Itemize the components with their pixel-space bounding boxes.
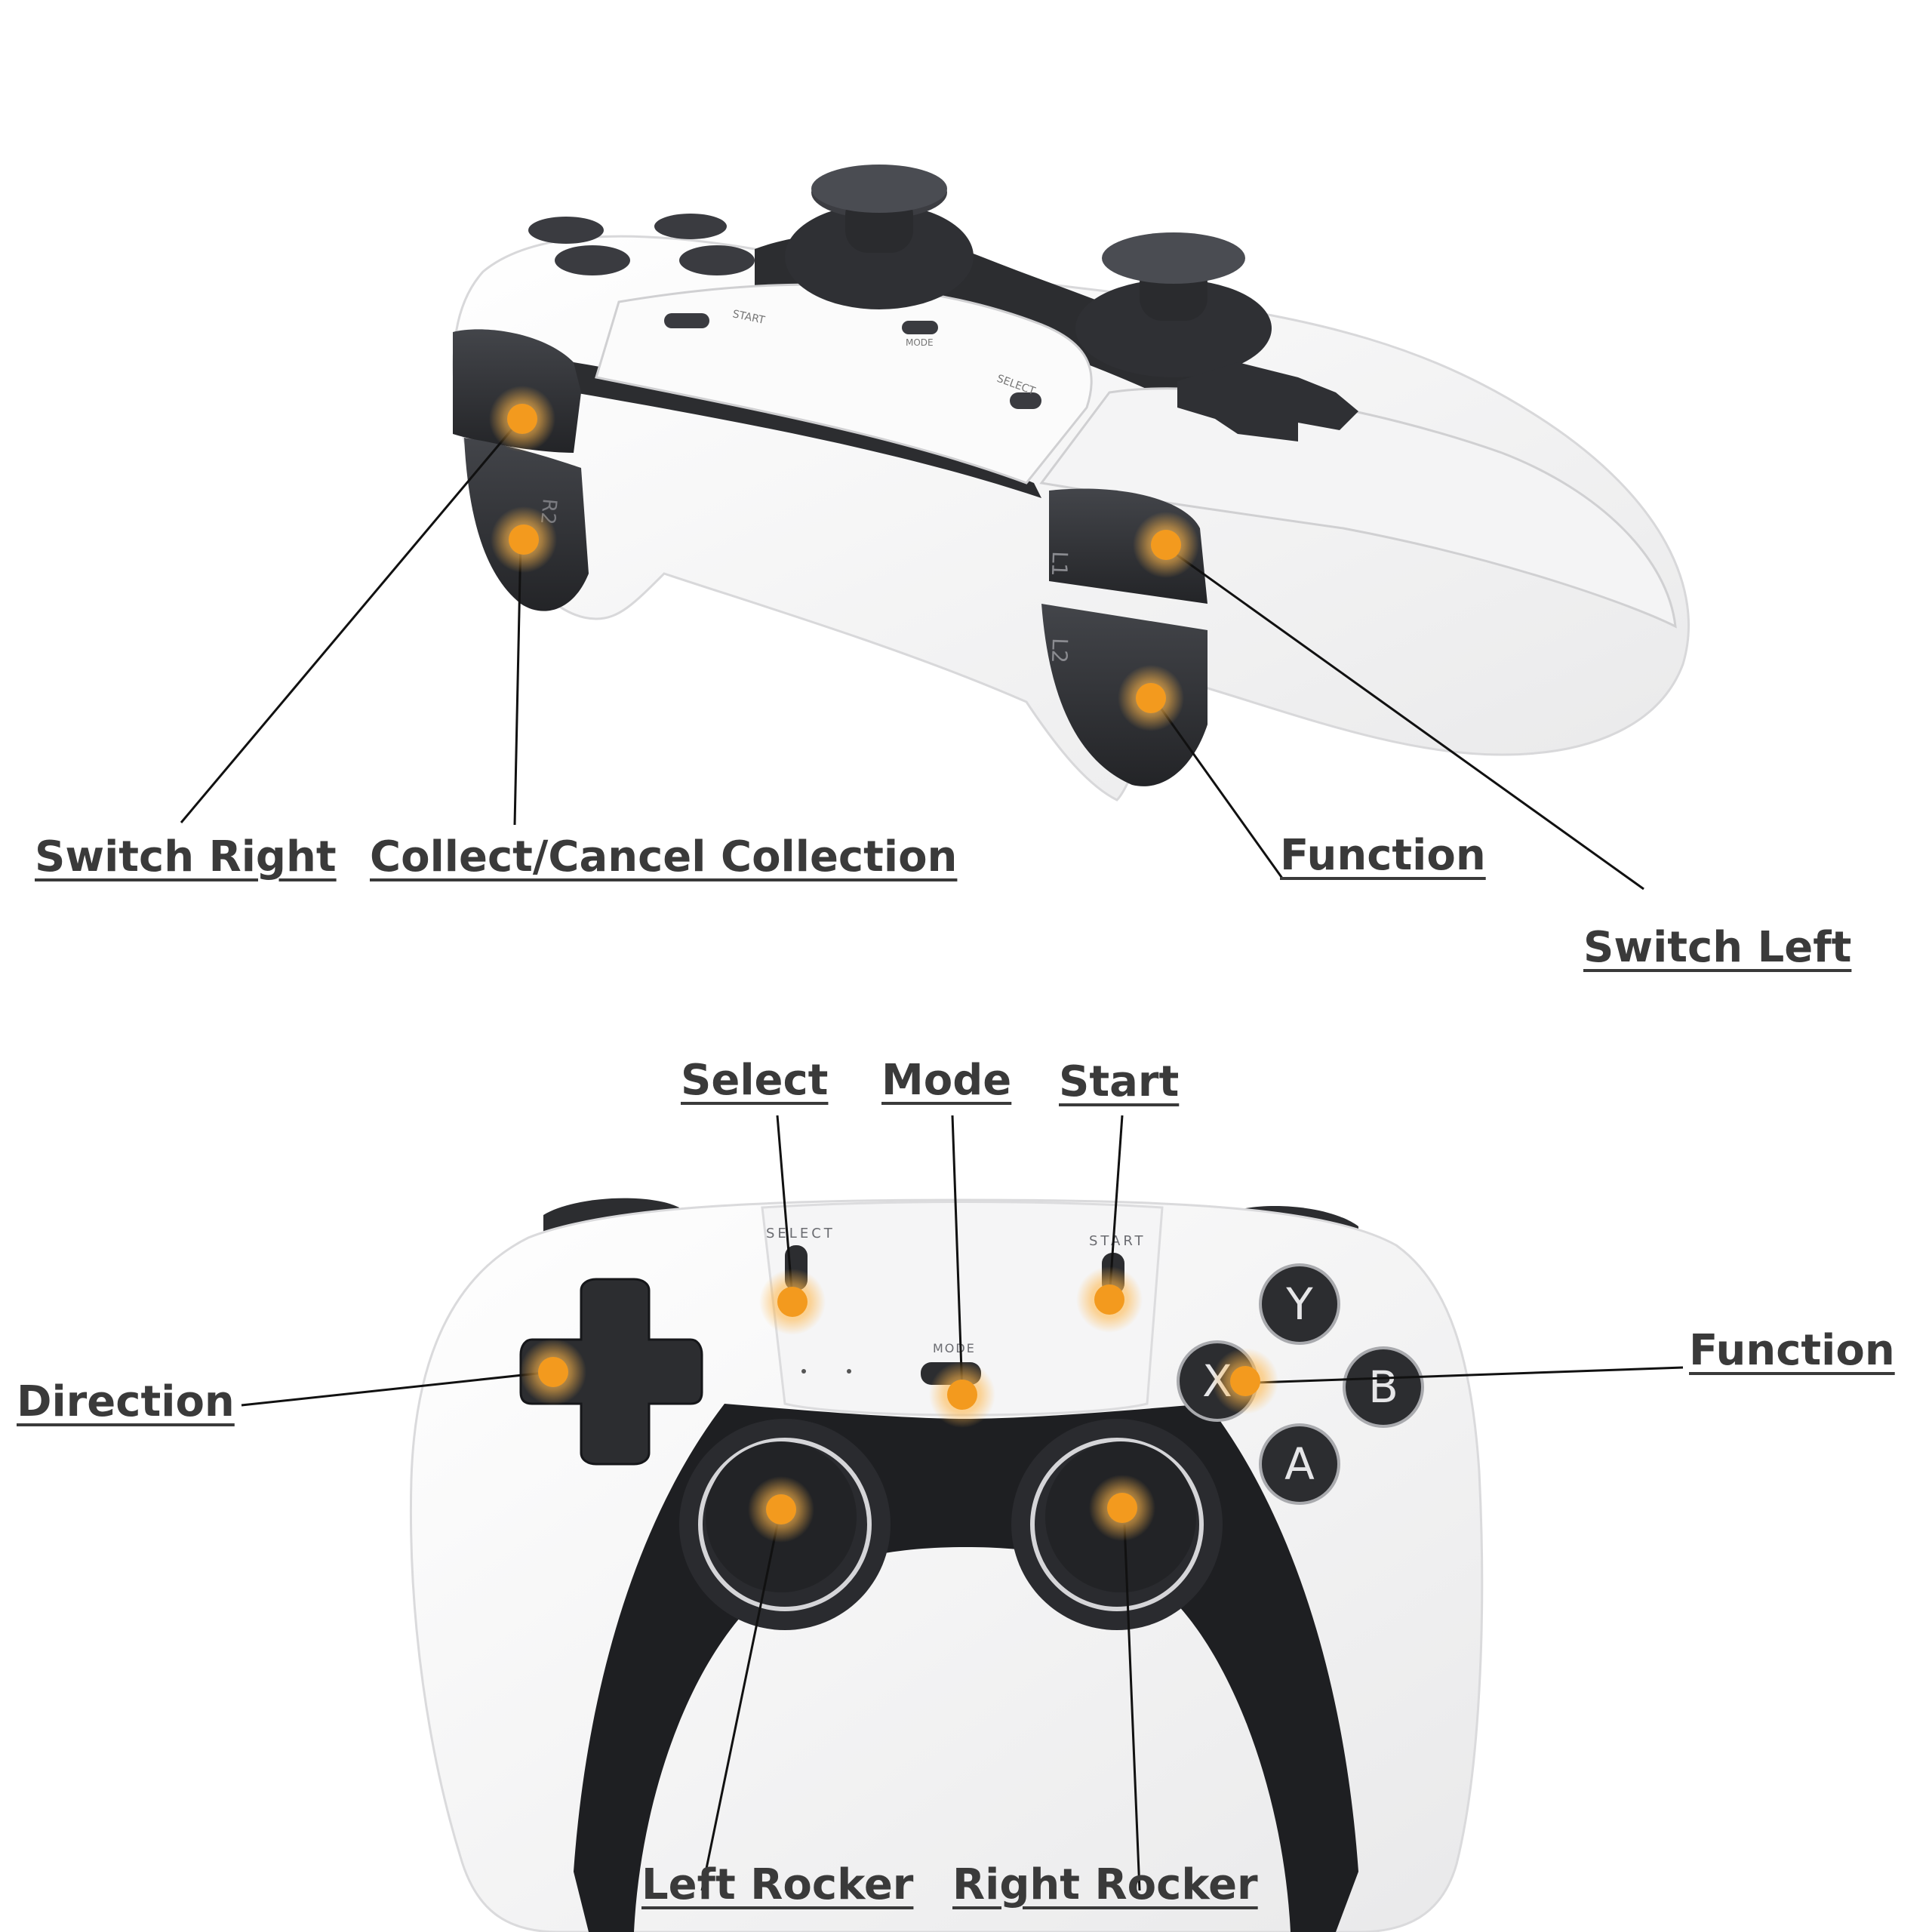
- controller-front-view: SELECT START MODE Y X B A: [409, 1198, 1484, 1932]
- front-led-1: [801, 1369, 806, 1374]
- label-right-rocker: Right Rocker: [952, 1860, 1258, 1909]
- top-mode-button: [902, 321, 938, 334]
- label-switch-left: Switch Left: [1583, 923, 1852, 972]
- label-select: Select: [681, 1056, 829, 1105]
- callout-line-select: [776, 1115, 794, 1299]
- front-dpad: [519, 1278, 703, 1466]
- hotspot-marker-icon: [491, 506, 557, 573]
- callout-line-function-top: [1149, 694, 1284, 880]
- face-button-b: [1343, 1346, 1424, 1428]
- front-touchpad: [761, 1201, 1164, 1417]
- label-direction: Direction: [17, 1377, 235, 1426]
- label-switch-right: Switch Right: [35, 832, 337, 881]
- front-select-text: SELECT: [766, 1226, 835, 1241]
- top-right-stick-top: [1102, 232, 1245, 284]
- hotspot-marker-icon: [929, 1361, 995, 1428]
- hotspot-marker-icon: [759, 1269, 826, 1335]
- face-button-b-label: B: [1368, 1361, 1398, 1413]
- hotspot-markers: [489, 386, 1278, 1543]
- top-left-stick-top: [811, 165, 947, 213]
- top-l1-text: L1: [1047, 551, 1072, 577]
- label-function-top: Function: [1280, 831, 1486, 880]
- hotspot-marker-icon: [1212, 1348, 1278, 1414]
- callout-line-direction: [241, 1371, 552, 1407]
- front-left-stick-ring: [698, 1438, 872, 1611]
- hotspot-marker-icon: [748, 1476, 814, 1543]
- face-button-a-label: A: [1284, 1438, 1315, 1490]
- hotspot-marker-icon: [1076, 1266, 1143, 1333]
- label-start: Start: [1059, 1057, 1180, 1106]
- callout-line-right-rocker: [1123, 1524, 1141, 1891]
- face-button-y: [1259, 1263, 1340, 1345]
- callout-line-switch-right: [180, 418, 522, 823]
- callout-line-collect: [513, 539, 522, 826]
- top-start-button: [664, 313, 709, 328]
- callout-lines: [180, 418, 1684, 1891]
- label-left-rocker: Left Rocker: [641, 1860, 914, 1909]
- top-right-stick-ring: [1075, 279, 1272, 377]
- top-dpad: [1177, 362, 1358, 441]
- label-mode: Mode: [881, 1056, 1012, 1105]
- hotspot-marker-icon: [1133, 512, 1199, 578]
- front-start-text: START: [1089, 1233, 1146, 1249]
- hotspot-marker-icon: [1118, 665, 1184, 731]
- top-mode-text: MODE: [906, 337, 934, 348]
- hotspot-marker-icon: [489, 386, 555, 452]
- top-left-stick-ring: [785, 204, 974, 309]
- hotspot-marker-icon: [1089, 1475, 1155, 1541]
- callout-line-switch-left: [1165, 546, 1644, 891]
- callout-line-mode: [951, 1115, 964, 1393]
- top-select-button: [1010, 392, 1041, 409]
- controller-top-view: START MODE SELECT R2 L1 L2: [452, 165, 1690, 801]
- label-function-front: Function: [1689, 1326, 1895, 1375]
- face-button-a: [1259, 1423, 1340, 1505]
- front-right-stick-ring: [1030, 1438, 1204, 1611]
- front-mode-text: MODE: [933, 1341, 976, 1355]
- hotspot-marker-icon: [520, 1339, 586, 1405]
- label-collect-cancel-collection: Collect/Cancel Collection: [370, 832, 958, 881]
- top-l2-text: L2: [1047, 638, 1072, 664]
- top-face-buttons: [528, 214, 755, 275]
- callout-line-left-rocker: [700, 1524, 779, 1891]
- front-led-2: [847, 1369, 851, 1374]
- callout-line-function-front: [1256, 1366, 1684, 1384]
- face-button-y-label: Y: [1285, 1278, 1313, 1330]
